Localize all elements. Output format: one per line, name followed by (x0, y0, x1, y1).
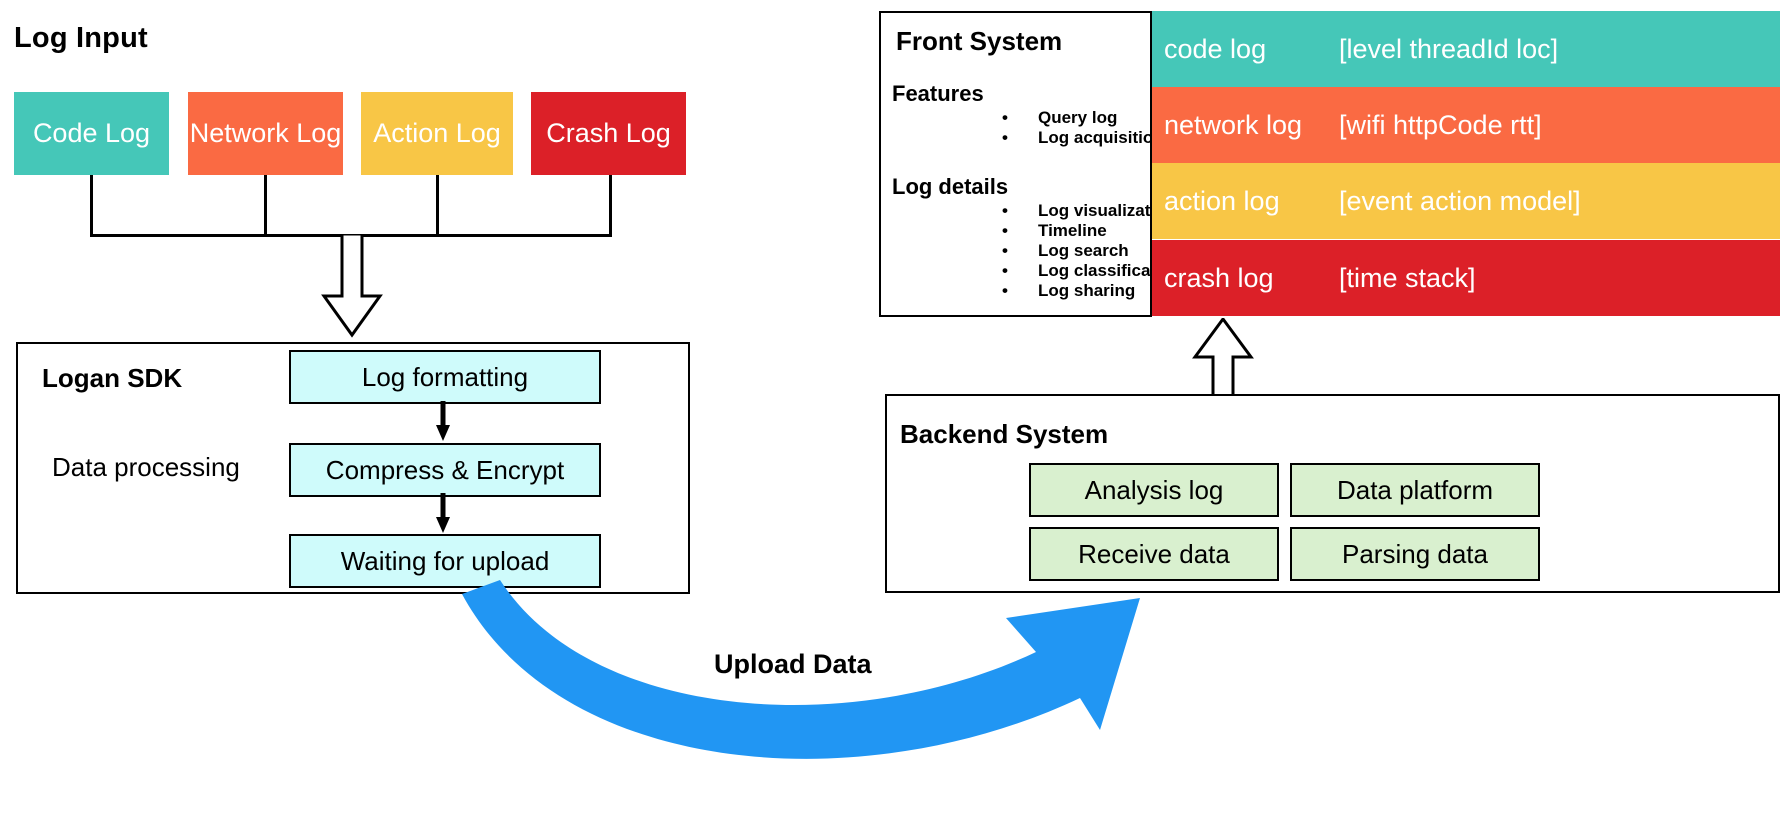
sdk-step-label: Log formatting (361, 361, 529, 392)
connector-line-crash-log (609, 175, 612, 236)
front-system-title: Front System (896, 26, 1063, 56)
features-heading: Features (892, 81, 984, 106)
sdk-step-compress-encrypt[interactable]: Compress & Encrypt (289, 443, 601, 497)
list-item: Log classification (1002, 261, 1181, 281)
sdk-step-label: Compress & Encrypt (325, 454, 565, 485)
front-log-row-name: network log (1164, 109, 1303, 140)
log-chip-network-log[interactable]: Network Log (188, 92, 343, 175)
backend-box-label: Parsing data (1342, 538, 1488, 569)
sdk-step-waiting-for-upload[interactable]: Waiting for upload (289, 534, 601, 588)
list-item: Log visualization (1002, 201, 1182, 221)
list-item: Log search (1002, 241, 1182, 261)
down-arrow-icon (436, 493, 450, 533)
log-chip-crash-log[interactable]: Crash Log (531, 92, 686, 175)
backend-system-title: Backend System (900, 419, 1109, 449)
list-item: Log acquisition (1002, 128, 1163, 148)
log-chip-label: Crash Log (546, 118, 671, 148)
log-chip-label: Action Log (373, 118, 501, 148)
logan-sdk-title: Logan SDK (42, 363, 183, 393)
backend-box-parsing-data[interactable]: Parsing data (1290, 527, 1540, 581)
front-log-row-fields: [time stack] (1339, 262, 1476, 293)
front-log-row-network-log[interactable]: network log [wifi httpCode rtt] (1152, 87, 1780, 163)
log-input-title: Log Input (14, 22, 148, 54)
connector-line-network-log (264, 175, 267, 236)
down-arrow-icon (436, 401, 450, 441)
backend-box-label: Receive data (1078, 538, 1230, 569)
connector-line-action-log (436, 175, 439, 236)
front-log-row-fields: [event action model] (1339, 185, 1581, 216)
backend-box-data-platform[interactable]: Data platform (1290, 463, 1540, 517)
hollow-up-arrow-icon (1192, 318, 1254, 400)
hollow-down-arrow-icon (321, 234, 383, 338)
log-chip-label: Network Log (189, 118, 342, 148)
list-item: Log sharing (1002, 281, 1182, 301)
front-log-row-name: action log (1164, 185, 1280, 216)
front-log-row-fields: [wifi httpCode rtt] (1339, 109, 1542, 140)
list-item: Timeline (1002, 221, 1182, 241)
list-item: Query log (1002, 108, 1164, 128)
sdk-step-log-formatting[interactable]: Log formatting (289, 350, 601, 404)
backend-box-label: Analysis log (1084, 474, 1224, 505)
upload-data-label: Upload Data (714, 649, 872, 679)
front-log-row-code-log[interactable]: code log [level threadId loc] (1152, 11, 1780, 87)
sdk-step-label: Waiting for upload (340, 545, 550, 576)
front-log-row-fields: [level threadId loc] (1339, 33, 1559, 64)
log-chip-code-log[interactable]: Code Log (14, 92, 169, 175)
front-log-row-name: code log (1164, 33, 1267, 64)
features-list: Query log Log acquisition (1002, 108, 1164, 148)
log-details-heading: Log details (892, 174, 1009, 199)
upload-data-arrow-icon (462, 580, 1140, 759)
front-log-row-crash-log[interactable]: crash log [time stack] (1152, 240, 1780, 316)
connector-line-code-log (90, 175, 93, 236)
backend-box-analysis-log[interactable]: Analysis log (1029, 463, 1279, 517)
log-chip-action-log[interactable]: Action Log (361, 92, 513, 175)
backend-box-label: Data platform (1336, 474, 1494, 505)
backend-box-receive-data[interactable]: Receive data (1029, 527, 1279, 581)
log-details-list: Log visualization Timeline Log search Lo… (1002, 201, 1182, 301)
front-log-row-action-log[interactable]: action log [event action model] (1152, 163, 1780, 239)
logan-sdk-subtitle: Data processing (52, 452, 240, 482)
front-log-row-name: crash log (1164, 262, 1274, 293)
log-chip-label: Code Log (32, 118, 151, 148)
